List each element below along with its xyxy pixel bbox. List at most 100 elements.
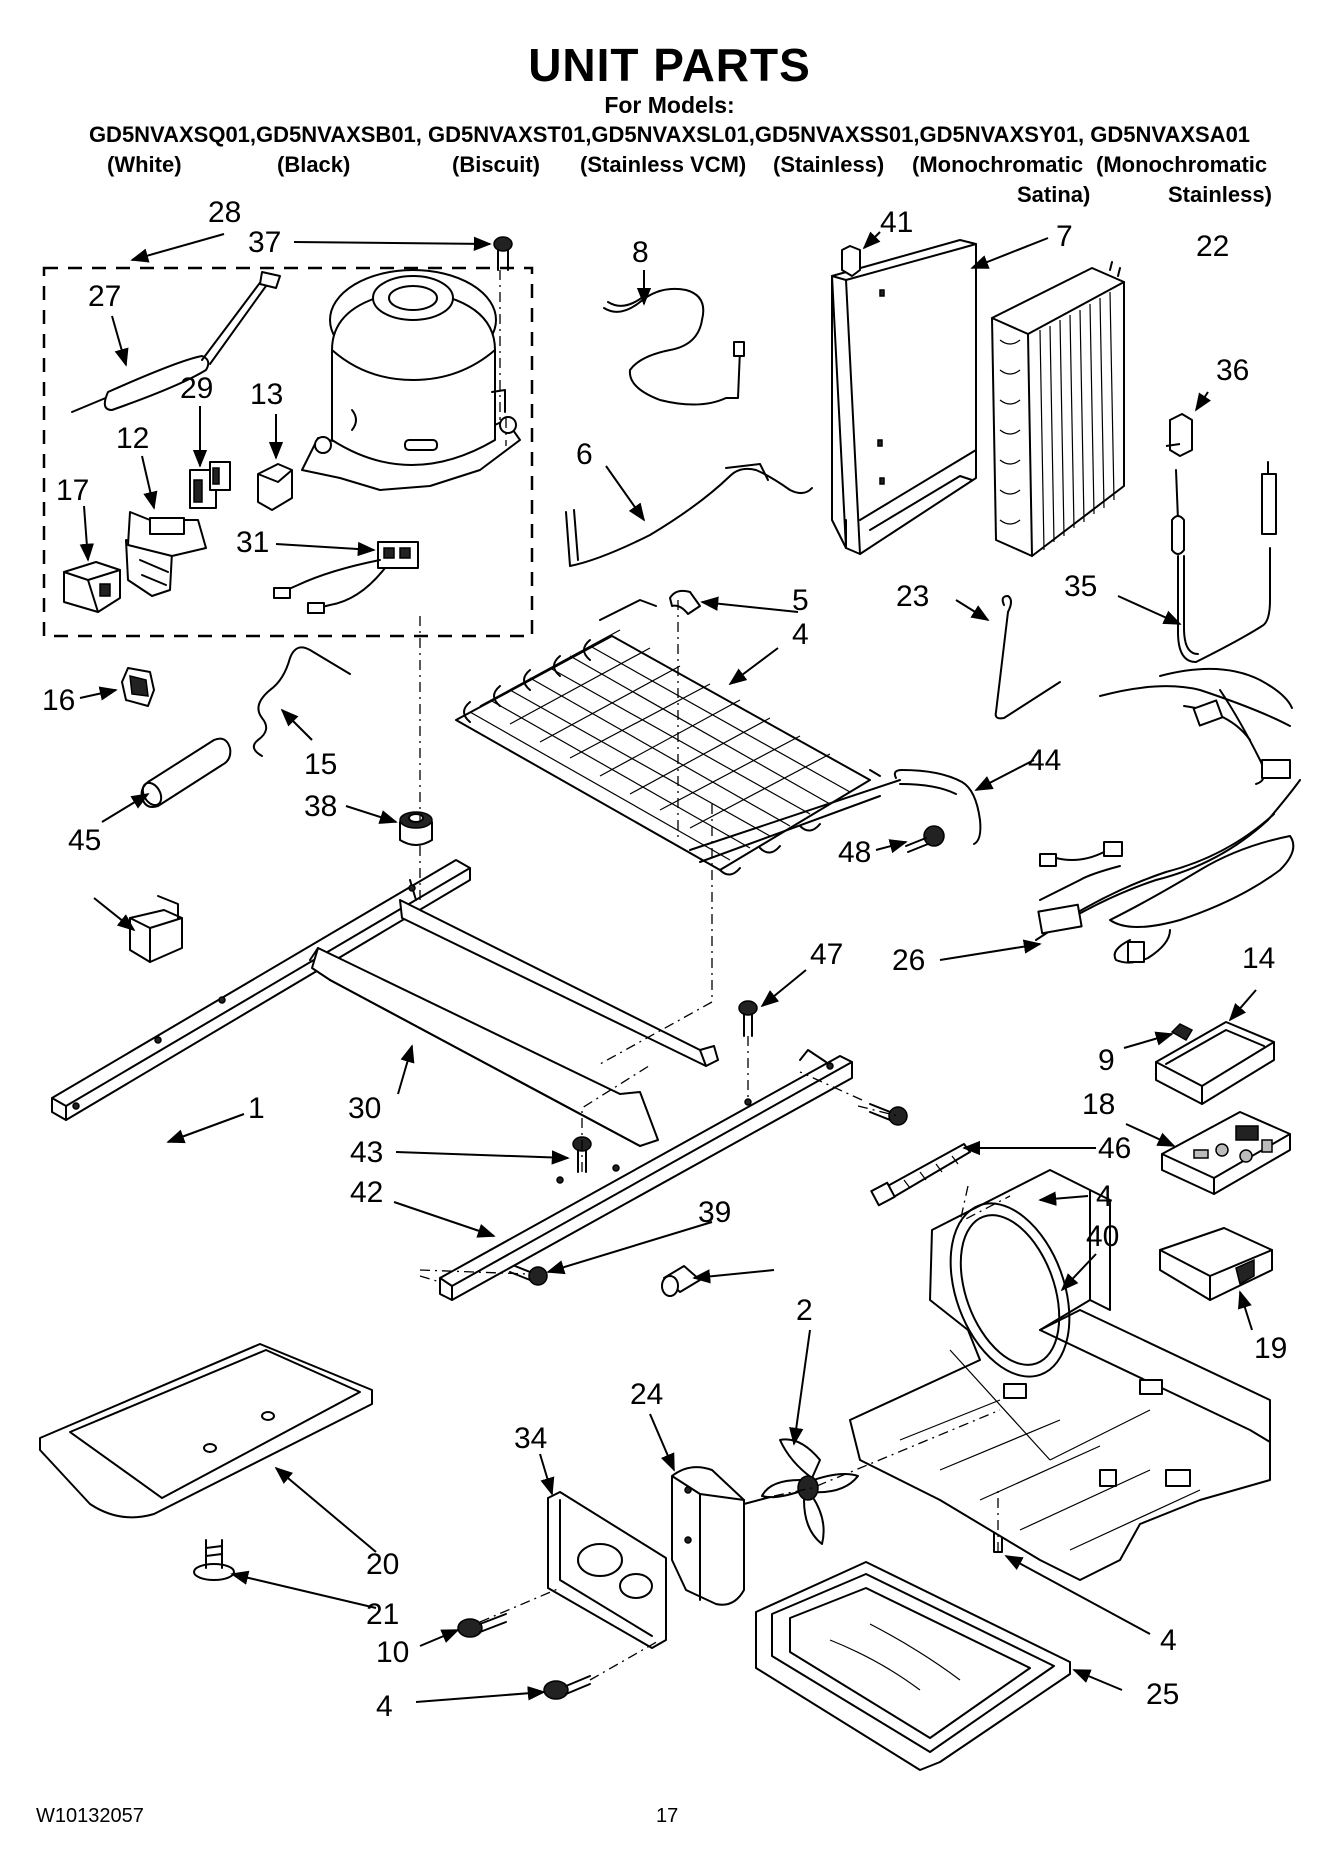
tie-strap-icon (870, 1143, 971, 1207)
variant-black: (Black) (277, 152, 351, 177)
screw-icon (493, 236, 513, 271)
overload-icon (63, 561, 121, 613)
callout-10: 10 (376, 1636, 409, 1669)
relay-icon (125, 511, 207, 597)
screw-icon (905, 825, 945, 853)
callout-18: 18 (1082, 1088, 1115, 1121)
model-numbers: GD5NVAXSQ01,GD5NVAXSB01, GD5NVAXST01,GD5… (88, 122, 1251, 147)
variant-white: (White) (107, 152, 182, 177)
grommet-icon (193, 1539, 235, 1581)
callout-4-b: 4 (376, 1690, 393, 1723)
condenser-coil-icon (991, 261, 1125, 557)
callout-1: 1 (248, 1092, 265, 1125)
callout-24: 24 (630, 1378, 663, 1411)
tube-icon (565, 467, 813, 567)
screw-icon (457, 1613, 507, 1638)
screw-icon (509, 1263, 548, 1286)
callout-25: 25 (1146, 1678, 1179, 1711)
clip-icon (252, 646, 351, 757)
callout-4-c: 4 (1160, 1624, 1177, 1657)
drain-pan-icon (755, 1561, 1071, 1771)
grommet-icon (661, 1265, 701, 1297)
callout-38: 40 (1086, 1220, 1119, 1253)
variant-mono-stainless-1: (Monochromatic (1096, 152, 1268, 177)
screw-icon (543, 1675, 591, 1700)
callout-16: 16 (42, 684, 75, 717)
callout-26: 26 (892, 944, 925, 977)
fan-motor-icon (671, 1466, 775, 1606)
bracket-icon (547, 1491, 667, 1649)
grommet-icon (399, 811, 433, 846)
cover-plate-icon (1155, 1021, 1275, 1105)
callout-46: 48 (838, 836, 871, 869)
callout-30: 30 (348, 1092, 381, 1125)
callout-13: 13 (250, 378, 283, 411)
callout-5: 5 (792, 584, 809, 617)
clip-icon (189, 461, 231, 509)
callout-36: 38 (304, 790, 337, 823)
evaporator-icon (455, 599, 901, 876)
callout-22: 22 (1196, 230, 1229, 263)
clip-icon (841, 245, 861, 277)
callout-9: 9 (1098, 1044, 1115, 1077)
compressor-icon (301, 269, 521, 491)
callout-29: 29 (180, 372, 213, 405)
condenser-shroud-icon (831, 239, 977, 555)
callout-33: 35 (1064, 570, 1097, 603)
clip-icon (994, 595, 1061, 720)
screw-icon (738, 1000, 758, 1037)
callout-41: 43 (350, 1136, 383, 1169)
page-title: UNIT PARTS (528, 39, 811, 91)
callout-32: 34 (514, 1422, 547, 1455)
models-subtitle: For Models: (604, 92, 735, 118)
capacitor-icon (121, 667, 155, 707)
variant-mono-stainless-2: Stainless) (1168, 182, 1272, 207)
drier-icon (71, 271, 281, 413)
cover-plate-icon (1159, 1227, 1273, 1301)
callout-4-a: 4 (1096, 1180, 1113, 1213)
fan-shroud-icon (849, 1169, 1271, 1581)
callout-7: 7 (1056, 220, 1073, 253)
callout-39: 41 (880, 206, 913, 239)
callout-2: 2 (796, 1294, 813, 1327)
board-icon (1161, 1111, 1291, 1195)
leader-arrows (79, 231, 1257, 1703)
callout-37: 39 (698, 1196, 731, 1229)
harness-icon (273, 541, 419, 614)
callout-45: 47 (810, 938, 843, 971)
base-rail-icon (51, 859, 853, 1301)
callout-15: 15 (304, 748, 337, 781)
callout-35: 37 (248, 226, 281, 259)
variant-mono-satina-2: Satina) (1017, 182, 1091, 207)
document-number: W10132057 (36, 1805, 144, 1827)
callout-21: 21 (366, 1598, 399, 1631)
clip-icon (1170, 1023, 1194, 1042)
callout-40: 42 (350, 1176, 383, 1209)
callout-44: 46 (1098, 1132, 1131, 1165)
tube-icon (1171, 461, 1277, 663)
fan-blade-icon (761, 1438, 859, 1545)
variant-mono-satina-1: (Monochromatic (912, 152, 1084, 177)
callout-8: 8 (632, 236, 649, 269)
callout-17: 17 (56, 474, 89, 507)
variant-biscuit: (Biscuit) (452, 152, 540, 177)
callout-31: 31 (236, 526, 269, 559)
screw-icon (869, 1103, 908, 1126)
bracket-icon (129, 895, 183, 963)
compressor-kit-box (42, 266, 534, 638)
tube-icon (893, 769, 982, 845)
callout-43: 45 (68, 824, 101, 857)
clip-icon (1165, 413, 1193, 457)
callout-labels: 28 37 27 29 13 1 2 17 31 8 6 41 7 22 36 5… (42, 196, 1287, 1723)
callout-28: 28 (208, 196, 241, 229)
callout-14: 14 (1242, 942, 1275, 975)
callout-34: 36 (1216, 354, 1249, 387)
cover-plate-icon (39, 1343, 373, 1519)
harness-icon (1035, 667, 1301, 964)
callout-27: 27 (88, 280, 121, 313)
variant-stainless-vcm: (Stainless VCM) (580, 152, 747, 177)
clip-icon (257, 463, 293, 511)
callout-6: 6 (576, 438, 593, 471)
callout-3: 4 (792, 618, 809, 651)
